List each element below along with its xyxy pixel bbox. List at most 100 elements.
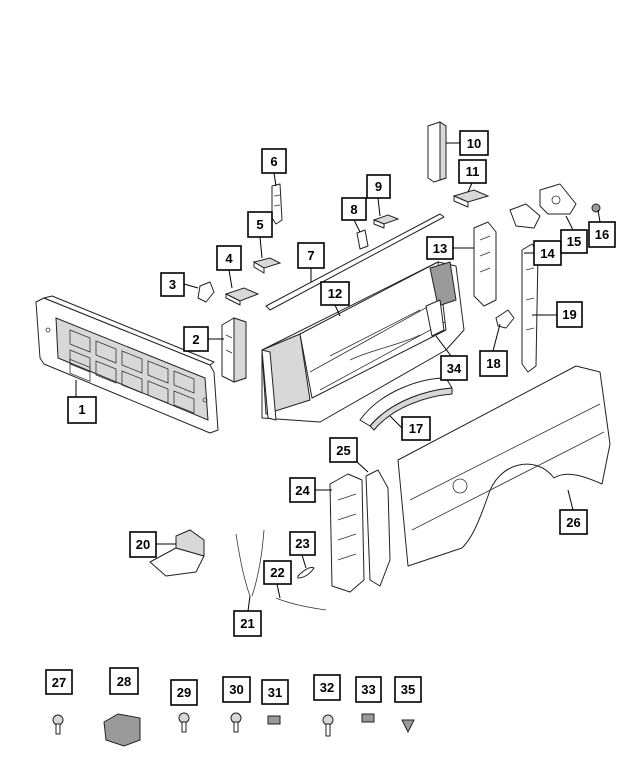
svg-text:9: 9: [375, 179, 382, 194]
part-bracket-6: [271, 183, 283, 225]
part-fastener-33: [361, 713, 375, 723]
svg-text:33: 33: [361, 682, 375, 697]
svg-text:2: 2: [192, 332, 199, 347]
part-fastener-31: [267, 715, 281, 725]
part-fastener-32: [322, 714, 334, 737]
callout-26: 26: [559, 509, 588, 535]
svg-text:30: 30: [229, 682, 243, 697]
part-bracket-25: [365, 469, 391, 587]
part-pillar-10: [427, 121, 447, 183]
part-wheelhouse: [359, 377, 453, 431]
callout-1: 1: [67, 396, 97, 424]
part-bracket-18: [495, 309, 515, 329]
svg-text:10: 10: [467, 136, 481, 151]
svg-text:17: 17: [409, 421, 423, 436]
callout-15: 15: [560, 229, 588, 254]
callout-12: 12: [320, 281, 350, 306]
callout-6: 6: [261, 148, 287, 174]
callout-8: 8: [341, 197, 367, 221]
svg-text:11: 11: [466, 164, 480, 179]
svg-text:13: 13: [433, 241, 447, 256]
svg-text:15: 15: [567, 234, 581, 249]
callout-2: 2: [183, 326, 209, 352]
part-inner-panel-13: [473, 221, 497, 307]
svg-text:29: 29: [177, 685, 191, 700]
svg-text:3: 3: [169, 277, 176, 292]
callout-4: 4: [216, 245, 242, 271]
callout-30: 30: [222, 676, 251, 703]
part-small-bracket: [197, 281, 215, 303]
svg-text:7: 7: [307, 248, 314, 263]
part-clip-23: [297, 567, 315, 579]
svg-text:14: 14: [540, 246, 555, 261]
callout-3: 3: [160, 272, 185, 297]
callout-29: 29: [170, 679, 198, 706]
svg-text:25: 25: [336, 443, 350, 458]
callout-7: 7: [297, 242, 325, 269]
svg-text:24: 24: [295, 483, 310, 498]
callout-21: 21: [233, 610, 262, 637]
part-strap-21: [235, 529, 265, 597]
callout-25: 25: [329, 437, 358, 463]
part-bracket-9: [372, 214, 400, 229]
part-fastener-35: [401, 719, 415, 734]
svg-text:26: 26: [566, 515, 580, 530]
callout-23: 23: [289, 531, 316, 556]
part-box-side-outer: [397, 365, 611, 567]
callout-33: 33: [355, 676, 382, 703]
part-bracket-8: [356, 229, 369, 250]
callout-10: 10: [459, 130, 489, 156]
callout-34: 34: [440, 355, 468, 381]
callout-24: 24: [289, 477, 316, 503]
callout-35: 35: [394, 676, 422, 703]
part-seal-22: [275, 597, 327, 611]
callout-28: 28: [109, 667, 139, 695]
svg-text:16: 16: [595, 227, 609, 242]
callout-20: 20: [129, 531, 157, 558]
part-bracket-4: [224, 287, 260, 306]
callout-32: 32: [313, 674, 341, 701]
callout-31: 31: [261, 679, 289, 705]
part-bracket-34: [425, 299, 445, 337]
callout-17: 17: [401, 416, 431, 441]
callout-19: 19: [556, 301, 583, 328]
svg-text:5: 5: [256, 217, 263, 232]
part-pillar-14: [521, 243, 539, 373]
part-fastener-27: [52, 714, 64, 735]
svg-text:22: 22: [270, 565, 284, 580]
part-fastener-28: [103, 713, 141, 747]
callout-9: 9: [366, 174, 391, 199]
svg-text:32: 32: [320, 680, 334, 695]
callout-11: 11: [458, 159, 487, 184]
part-front-pillar: [221, 317, 247, 383]
part-bracket-15b: [509, 203, 541, 229]
part-fastener-30: [230, 712, 242, 733]
part-bracket-5: [252, 257, 282, 274]
svg-text:20: 20: [136, 537, 150, 552]
part-rail: [265, 213, 445, 311]
svg-text:21: 21: [240, 616, 254, 631]
svg-text:12: 12: [328, 286, 342, 301]
svg-text:35: 35: [401, 682, 415, 697]
leader-lines: [75, 142, 601, 612]
svg-text:31: 31: [268, 685, 282, 700]
svg-text:4: 4: [225, 251, 233, 266]
svg-text:1: 1: [78, 402, 85, 417]
svg-text:27: 27: [52, 675, 66, 690]
part-pickup-box: [261, 261, 465, 423]
callout-5: 5: [247, 211, 273, 238]
part-fastener-29: [178, 712, 190, 733]
svg-text:18: 18: [486, 356, 500, 371]
part-clip-16: [591, 203, 601, 213]
part-inner-panel-24: [329, 473, 365, 593]
svg-text:23: 23: [295, 536, 309, 551]
callout-18: 18: [479, 350, 508, 377]
callout-13: 13: [426, 236, 454, 260]
part-bracket-11: [452, 189, 490, 208]
part-front-panel: [35, 295, 219, 434]
svg-text:34: 34: [447, 361, 462, 376]
part-bracket-20: [149, 529, 205, 577]
part-bracket-15: [539, 183, 577, 215]
svg-text:8: 8: [350, 202, 357, 217]
